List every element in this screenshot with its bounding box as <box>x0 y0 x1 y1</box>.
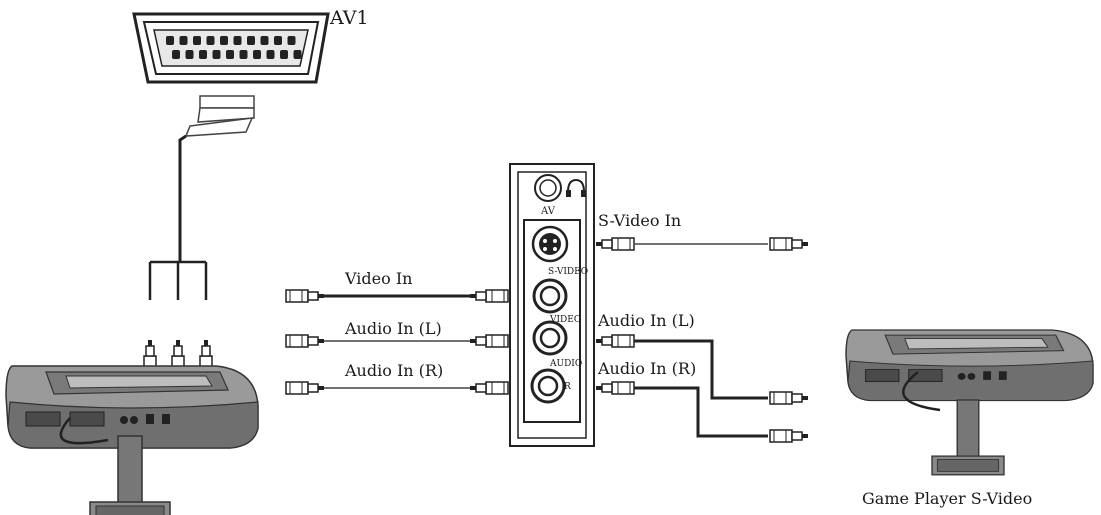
scart-plug <box>148 95 255 300</box>
scart-pin <box>220 36 228 45</box>
joystick-right <box>931 399 1005 476</box>
cable-svideo-in <box>596 237 809 251</box>
scart-pin <box>233 36 242 45</box>
scart-pin <box>179 36 188 45</box>
port-label-video: VIDEO <box>549 315 581 325</box>
scart-pins <box>166 36 302 59</box>
scart-pin <box>239 50 248 59</box>
joystick-cable-left <box>59 417 109 445</box>
game-console-right <box>845 329 1094 402</box>
caption-game-player: Game Player S-Video <box>862 489 1032 508</box>
audio-r-jack <box>530 368 566 404</box>
scart-pin <box>287 36 296 45</box>
av-input-panel: AV S-VIDEO VIDEO AUDIO R <box>509 163 595 447</box>
scart-pin <box>253 50 261 59</box>
scart-pin <box>247 36 255 45</box>
scart-pin <box>185 50 194 59</box>
port-label-av: AV <box>540 206 556 217</box>
scart-pin <box>172 50 180 59</box>
video-jack <box>532 278 568 314</box>
cable-video-in <box>285 289 508 303</box>
cable-audio-in-r-right <box>596 382 809 443</box>
port-label-r: R <box>564 382 571 392</box>
label-audio-in-l-right: Audio In (L) <box>597 311 695 330</box>
scart-pin <box>193 36 201 45</box>
label-audio-in-r-left: Audio In (R) <box>344 361 443 380</box>
label-video-in: Video In <box>344 269 412 288</box>
audio-l-jack <box>532 320 568 356</box>
scart-label: AV1 <box>329 7 369 29</box>
label-audio-in-r-right: Audio In (R) <box>597 359 696 378</box>
cable-audio-in-l-left <box>285 334 508 348</box>
svideo-jack <box>531 225 569 263</box>
cable-audio-in-r-left <box>285 381 508 395</box>
headphone-icon <box>566 178 586 197</box>
scart-pin <box>280 50 288 59</box>
scart-pin <box>226 50 234 59</box>
scart-pin <box>274 36 282 45</box>
scart-pin <box>206 36 215 45</box>
scart-pin <box>166 36 174 45</box>
joystick-cable-right <box>902 371 941 412</box>
scart-connector <box>132 12 330 84</box>
av-jack <box>534 174 562 202</box>
port-label-audio: AUDIO <box>549 359 582 369</box>
scart-pin <box>266 50 275 59</box>
label-audio-in-l-left: Audio In (L) <box>344 319 442 338</box>
scart-pin <box>293 50 302 59</box>
port-label-svideo: S-VIDEO <box>548 267 588 277</box>
label-svideo-in: S-Video In <box>598 211 681 230</box>
scart-pin <box>199 50 207 59</box>
cable-audio-in-l-right <box>596 335 809 405</box>
scart-pin <box>260 36 269 45</box>
scart-pin <box>212 50 221 59</box>
